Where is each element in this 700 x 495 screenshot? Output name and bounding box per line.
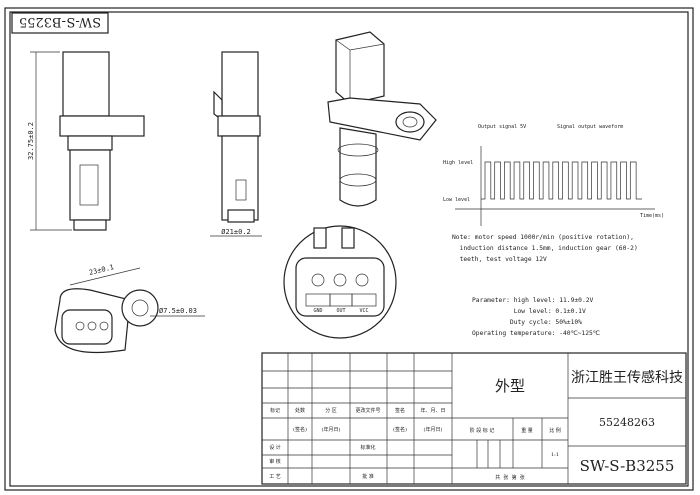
header-cell: 签名 [395,407,405,414]
waveform-title-right: Signal output waveform [557,124,623,130]
waveform-title-left: Output signal 5V [478,124,526,130]
sign-cell: (年月日) [322,426,341,433]
header-cell: 年、月、日 [420,407,445,414]
note-line: induction distance 1.5mm, induction gear… [452,245,638,252]
role-cell: 审 核 [269,458,281,465]
sign-cell: (签名) [293,426,307,433]
header-cell: 更改文件号 [355,407,380,414]
connector-face-view: GND OUT VCC [283,225,397,339]
parameter-line: Duty cycle: 50%±10% [472,319,582,326]
weight-header: 重 量 [521,427,533,434]
outer-border [4,7,694,491]
note-line: teeth, test voltage 12V [452,256,547,263]
waveform-plot: Output signal 5V Signal output waveform … [443,124,664,226]
notes: Note: motor speed 1000r/min (positive ro… [452,234,638,337]
role-cell: 标准化 [360,444,375,451]
header-cell: 处数 [295,407,305,414]
dimension-diameter: Ø21±0.2 [221,228,251,236]
drawing-number: SW-S-B3255 [580,457,675,475]
scale-header: 比 例 [549,427,561,434]
parameter-line: Low level: 0.1±0.1V [472,308,586,315]
sign-cell: (年月日) [424,426,443,433]
dimension-hole-diameter: Ø7.5±0.03 [159,307,197,315]
part-number: 55248263 [599,416,655,429]
isometric-view [327,31,437,207]
pulse-train [481,161,642,200]
company-name: 浙江胜王传感科技 [571,369,683,386]
side-view: Ø21±0.2 [210,51,262,237]
dimension-height: 32.75±0.2 [27,122,35,160]
sign-cell: (签名) [393,426,407,433]
header-cell: 分 区 [325,407,337,414]
front-view: 32.75±0.2 [27,51,145,231]
part-name: 外型 [495,377,525,395]
pin-vcc: VCC [359,308,368,314]
pin-out: OUT [336,308,345,314]
pin-gnd: GND [313,308,322,314]
low-level-label: Low level [443,197,470,203]
high-level-label: High level [443,160,473,166]
role-cell: 工 艺 [269,474,281,480]
bottom-view: 23±0.1 Ø7.5±0.03 [54,263,205,354]
title-block: 标记 处数 分 区 更改文件号 签名 年、月、日 (签名) (年月日) (签名)… [261,352,687,485]
role-cell: 设 计 [269,444,281,451]
parameter-line: Parameter: high level: 11.9±0.2V [472,297,594,304]
corner-code: SW-S-B3255 [19,14,101,29]
scale-value: 1:1 [551,452,559,458]
header-cell: 标记 [270,407,280,414]
corner-code-stamp: SW-S-B3255 [11,12,109,34]
sheet-count: 共 张 第 张 [495,474,525,481]
stage-header: 阶 段 标 记 [470,427,495,434]
inner-border [9,11,689,487]
role-cell: 批 准 [362,473,374,480]
time-axis-label: Time(ms) [640,213,664,219]
note-line: Note: motor speed 1000r/min (positive ro… [452,234,634,241]
parameter-line: Operating temperature: -40℃~125℃ [472,330,600,337]
